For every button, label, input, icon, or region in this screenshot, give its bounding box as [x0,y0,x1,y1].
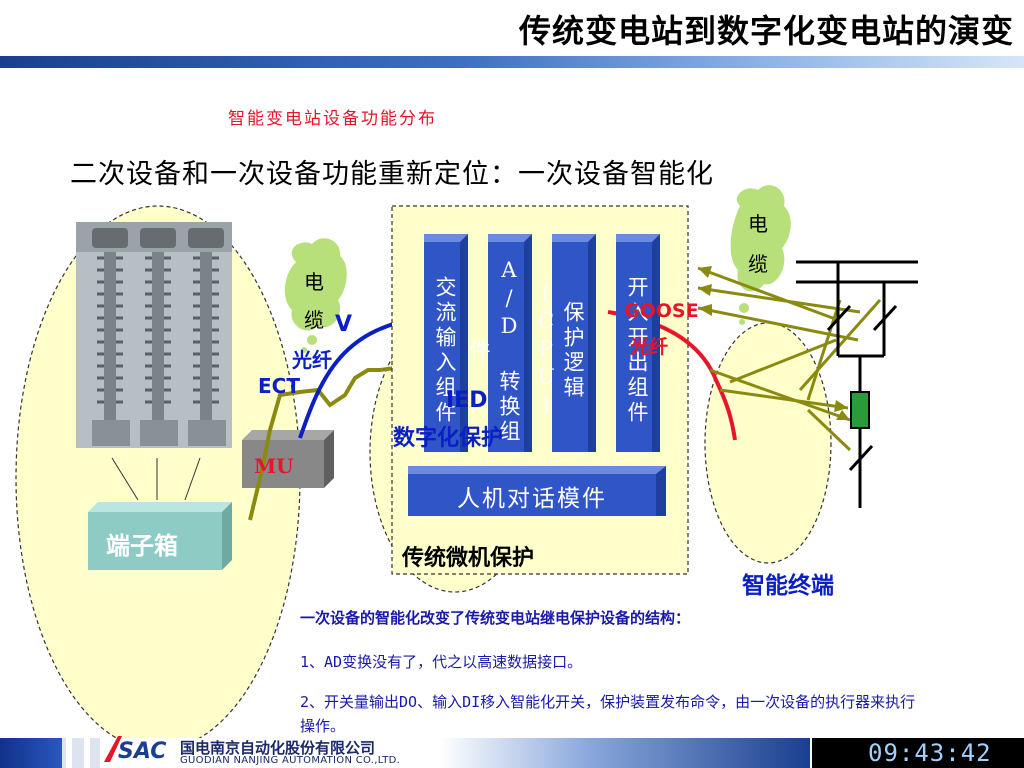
goose-fiber-label: 光纤 [630,336,669,358]
terminal-wires [111,457,201,501]
cable-left-label-2: 缆 [304,308,324,332]
cable-right-label-1: 电 [748,212,768,236]
slide-title: 传统变电站到数字化变电站的演变 [518,12,1014,50]
terminal-box [88,502,232,570]
module-hmi: 人机对话模件 [408,466,666,516]
company-name-en: GUODIAN NANJING AUTOMATION CO.,LTD. [180,755,401,766]
cable-left-label-1: 电 [304,270,324,294]
traditional-protection-label: 传统微机保护 [402,546,535,571]
breaker-element [850,391,870,429]
module-ac-input: 交流输入组件 [424,234,468,452]
company-logo-text: SAC [118,739,166,764]
mu-box [242,430,334,488]
subtitle: 智能变电站设备功能分布 [228,109,437,129]
ect-olive-line [248,366,396,521]
heading-part2: 一次设备智能化 [518,159,714,190]
goose-label: GOOSE [624,300,699,322]
digital-protection-label: 数字化保护 [393,426,504,451]
instrument-transformer-photo [76,222,232,448]
fiber-v-label: V [335,312,353,337]
ect-label: ECT [258,374,300,398]
clock: 09:43:42 [868,739,992,767]
heading: 二次设备和一次设备功能重新定位：一次设备智能化 [70,152,714,191]
title-stripe [0,56,1024,68]
company-logo: SAC [104,736,166,764]
cable-right-label-2: 缆 [748,252,768,276]
cable-bubble-left [284,238,347,353]
clock-box [812,738,1024,768]
ied-label: IED [446,388,488,413]
note-intro: 一次设备的智能化改变了传统变电站继电保护设备的结构： [300,609,691,627]
io-arrowheads [698,266,850,420]
single-line-diagram [796,260,918,508]
note-2: 2、开关量输出DO、输入DI移入智能化开关，保护装置发布命令，由一次设备的执行器… [300,693,916,735]
title-bar [0,0,1024,56]
mu-label: MU [254,454,294,478]
module-io: 开入开出组件 [616,234,660,452]
smart-terminal-label: 智能终端 [742,573,834,599]
io-arrows [697,266,882,452]
footer-right-bar [440,738,810,768]
smart-terminal-ellipse [704,322,832,564]
terminal-box-label: 端子箱 [106,532,178,560]
company-name-cn: 国电南京自动化股份有限公司 [180,739,376,757]
module-ad-convert: A/D 转换组件 [467,234,532,452]
note-1: 1、AD变换没有了，代之以高速数据接口。 [300,653,583,671]
cable-bubble-right [730,185,791,325]
footer-left-bar [0,738,62,768]
heading-part1: 二次设备和一次设备功能重新定位： [70,159,518,190]
fiber-label: 光纤 [292,348,332,372]
module-cpu: 保护逻辑(CPU) [534,234,596,452]
